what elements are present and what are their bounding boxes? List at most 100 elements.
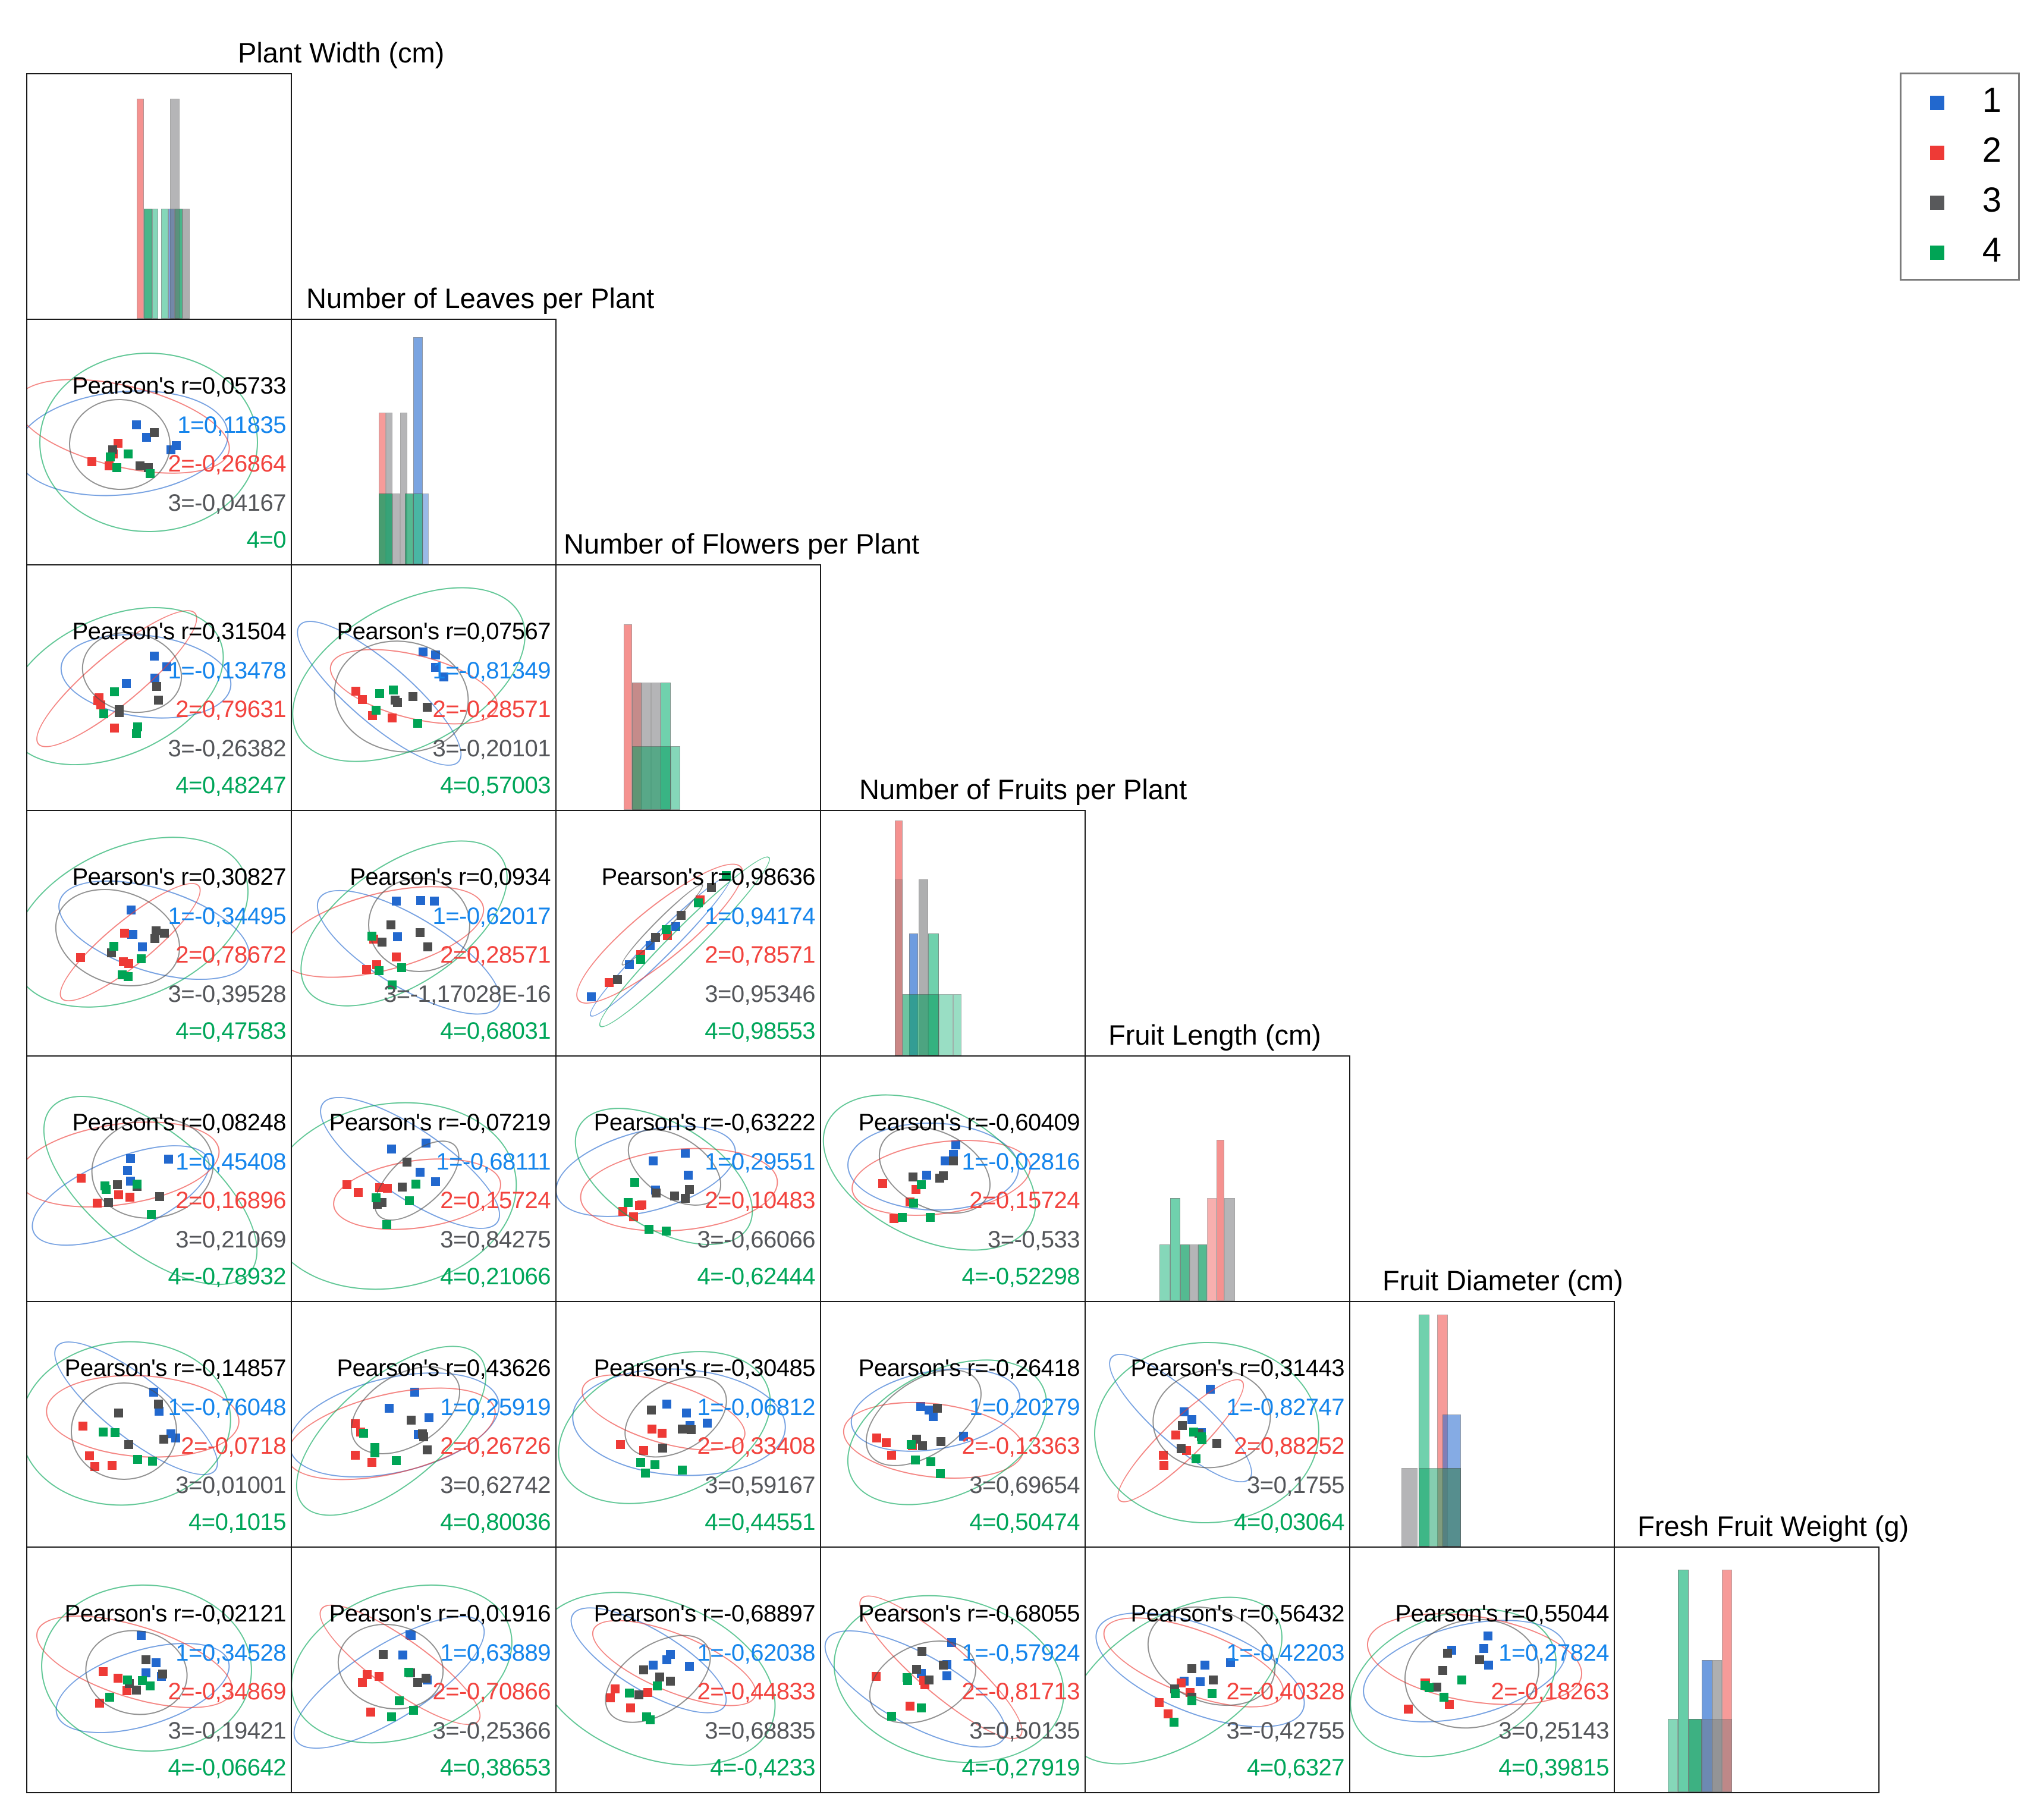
group1-r-label: 1=-0,13478 — [168, 657, 286, 684]
data-point-group4 — [404, 1196, 414, 1206]
data-point-group4 — [389, 685, 398, 694]
data-point-group2 — [351, 687, 361, 696]
pearson-r-label: Pearson's r=0,30827 — [72, 863, 286, 890]
data-point-group1 — [431, 1177, 440, 1186]
data-point-group3 — [152, 682, 161, 691]
data-point-group2 — [872, 1671, 881, 1681]
legend-marker-1 — [1930, 96, 1944, 110]
group1-r-label: 1=-0,57924 — [961, 1639, 1080, 1666]
data-point-group2 — [90, 1462, 99, 1472]
data-point-group1 — [941, 1156, 950, 1165]
histogram-bar — [1667, 1718, 1679, 1792]
group2-r-label: 2=0,10483 — [705, 1187, 815, 1214]
group4-r-label: 4=0,98553 — [705, 1017, 815, 1044]
pearson-r-label: Pearson's r=-0,26418 — [858, 1354, 1080, 1381]
group4-r-label: 4=-0,27919 — [961, 1754, 1080, 1781]
data-point-group2 — [906, 1702, 915, 1711]
group2-r-label: 2=-0,13363 — [961, 1433, 1080, 1460]
data-point-group3 — [935, 1173, 945, 1183]
data-point-group2 — [1445, 1699, 1454, 1709]
data-point-group4 — [404, 1667, 413, 1677]
histogram-number-of-fruits-per-plant — [820, 810, 1086, 1057]
histogram-bar — [136, 99, 144, 319]
data-point-group1 — [625, 960, 634, 970]
data-point-group4 — [926, 1213, 935, 1222]
data-point-group2 — [887, 1450, 896, 1460]
data-point-group2 — [1159, 1450, 1168, 1460]
data-point-group4 — [394, 1696, 404, 1706]
legend-item-4: 4 — [1902, 229, 2018, 276]
data-point-group4 — [110, 1428, 120, 1437]
pearson-r-label: Pearson's r=-0,60409 — [858, 1109, 1080, 1136]
data-point-group1 — [646, 941, 655, 951]
data-point-group4 — [1207, 1689, 1217, 1699]
data-point-group1 — [162, 662, 172, 672]
data-point-group1 — [430, 897, 439, 906]
group2-r-label: 2=-0,18263 — [1491, 1678, 1609, 1705]
data-point-group3 — [707, 882, 716, 892]
data-point-group4 — [99, 709, 108, 718]
data-point-group1 — [136, 1631, 146, 1640]
data-point-group3 — [932, 1404, 942, 1413]
group1-r-label: 1=0,11835 — [177, 411, 286, 438]
data-point-group4 — [105, 1693, 115, 1702]
group4-r-label: 4=0,21066 — [440, 1263, 551, 1290]
data-point-group3 — [386, 920, 395, 930]
data-point-group3 — [131, 1686, 141, 1695]
data-point-group1 — [150, 674, 160, 683]
data-point-group3 — [613, 975, 623, 984]
data-point-group4 — [662, 925, 671, 934]
data-point-group4 — [105, 452, 115, 462]
group1-r-label: 1=0,29551 — [705, 1148, 815, 1175]
data-point-group1 — [951, 1140, 961, 1150]
data-point-group2 — [605, 1693, 615, 1702]
histogram-bar — [895, 879, 903, 1055]
data-point-group2 — [382, 1183, 392, 1193]
data-point-group1 — [138, 942, 147, 951]
data-point-group4 — [411, 1179, 420, 1189]
data-point-group1 — [958, 1431, 968, 1441]
data-point-group1 — [398, 1651, 408, 1660]
group1-r-label: 1=-0,81349 — [432, 657, 551, 684]
data-point-group4 — [133, 722, 142, 731]
data-point-group3 — [423, 702, 432, 712]
legend-item-1: 1 — [1902, 79, 2018, 127]
data-point-group2 — [78, 1421, 88, 1431]
group4-r-label: 4=0,38653 — [440, 1754, 551, 1781]
histogram-bar — [1159, 1244, 1170, 1301]
group3-r-label: 3=-0,39528 — [168, 981, 286, 1008]
data-point-group3 — [378, 1649, 388, 1659]
pearson-r-label: Pearson's r=0,0934 — [350, 863, 551, 890]
histogram-bar — [422, 493, 429, 564]
data-point-group2 — [611, 1684, 620, 1694]
data-point-group1 — [416, 895, 425, 905]
group3-r-label: 3=0,25143 — [1498, 1718, 1609, 1744]
data-point-group1 — [384, 1404, 394, 1413]
data-point-group2 — [881, 1438, 891, 1448]
data-point-group4 — [146, 1209, 156, 1219]
data-point-group4 — [112, 463, 121, 472]
pearson-r-label: Pearson's r=-0,63222 — [593, 1109, 816, 1136]
group2-r-label: 2=-0,26864 — [168, 451, 286, 477]
group4-r-label: 4=-0,62444 — [697, 1263, 815, 1290]
data-point-group2 — [657, 1428, 667, 1438]
data-point-group4 — [133, 1455, 143, 1464]
data-point-group3 — [1212, 1439, 1222, 1448]
histogram-bar — [1689, 1718, 1702, 1792]
pearson-r-label: Pearson's r=0,43626 — [337, 1354, 551, 1381]
data-point-group3 — [939, 1661, 948, 1670]
data-point-group3 — [160, 928, 169, 938]
data-point-group1 — [684, 1662, 694, 1671]
data-point-group3 — [936, 1436, 945, 1446]
data-point-group4 — [641, 1469, 650, 1478]
pearson-r-label: Pearson's r=0,07567 — [337, 618, 551, 645]
group2-r-label: 2=0,26726 — [440, 1433, 551, 1460]
histogram-fruit-length-cm — [1085, 1055, 1350, 1302]
data-point-group4 — [375, 689, 384, 699]
data-point-group2 — [639, 1445, 649, 1455]
data-point-group3 — [114, 1408, 124, 1417]
data-point-group3 — [634, 1690, 644, 1699]
group4-r-label: 4=0,03064 — [1234, 1508, 1344, 1535]
